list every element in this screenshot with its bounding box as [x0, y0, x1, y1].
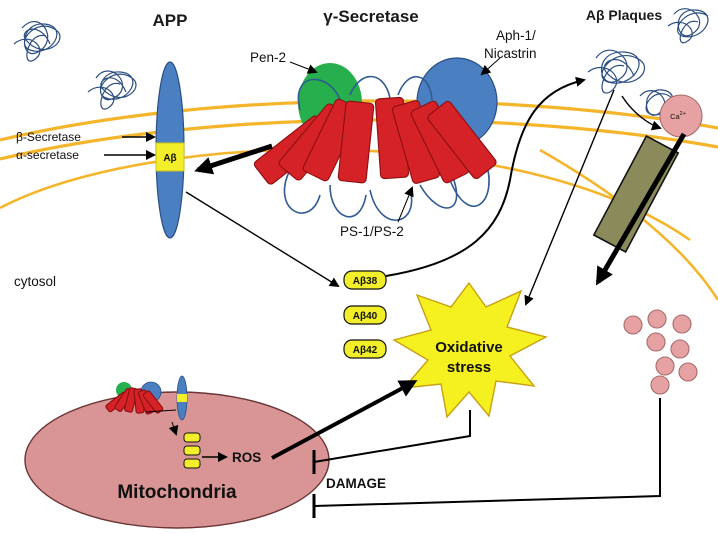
mitochondria — [24, 391, 330, 529]
mitochondria-label: Mitochondria — [117, 482, 237, 503]
mini-cleave-line — [145, 409, 177, 413]
app-to-abeta-arrow — [185, 191, 340, 288]
pen2-pointer — [289, 61, 318, 74]
abeta-segment — [155, 142, 185, 172]
presenilin-helices — [253, 96, 497, 185]
aph1-label: Aph-1/ — [496, 28, 536, 43]
plaque-to-calcium-arrow — [621, 95, 662, 131]
abeta38-pill — [343, 270, 387, 290]
nicastrin-pointer — [480, 57, 501, 76]
stress-label: stress — [447, 359, 491, 376]
app-title: APP — [153, 11, 188, 30]
oxidative-label: Oxidative — [435, 339, 503, 356]
protein-tangle-icon — [87, 70, 137, 110]
ros-to-stress-arrow — [271, 380, 418, 460]
abeta-plaques-title: Aβ Plaques — [586, 7, 662, 23]
calcium-channel-icon — [592, 135, 680, 253]
mini-abeta-arrow — [168, 421, 179, 436]
oxidative-stress-starburst — [392, 281, 548, 419]
mitochondrial-abeta-stack — [183, 432, 201, 469]
vesicle-cluster-icon — [623, 309, 698, 395]
ps-pointer — [397, 186, 414, 223]
calcium-ion-label: Ca2+ — [670, 111, 686, 121]
plaque-to-stress-arrow — [524, 89, 615, 306]
mini-abeta-segment — [177, 394, 187, 402]
abeta40-pill — [343, 305, 387, 325]
abeta42-pill — [343, 339, 387, 359]
alpha-secretase-label: α-secretase — [16, 148, 79, 162]
ps-label: PS-1/PS-2 — [340, 224, 404, 239]
abeta40-label: Aβ40 — [353, 311, 378, 322]
gamma-secretase-title: γ-Secretase — [323, 7, 418, 26]
protein-tangle-icon — [13, 21, 61, 62]
damage-label: DAMAGE — [326, 476, 386, 491]
pen2-label: Pen-2 — [250, 50, 286, 65]
abeta42-label: Aβ42 — [353, 345, 378, 356]
abeta-to-plaque-arrow — [385, 76, 586, 277]
ps-loops — [283, 75, 490, 221]
abeta38-label: Aβ38 — [353, 276, 378, 287]
protein-tangle-icon — [667, 8, 709, 44]
nicastrin-label: Nicastrin — [484, 46, 537, 61]
mini-secretase — [105, 381, 164, 415]
abeta-segment-label: Aβ — [163, 153, 176, 164]
calcium-influx-arrow — [595, 132, 687, 286]
stress-damage-line — [313, 410, 471, 463]
cleavage-arrow — [194, 143, 273, 175]
cytosol-label: cytosol — [14, 274, 56, 289]
ros-label: ROS — [232, 450, 261, 465]
vesicle-damage-line — [313, 398, 661, 507]
outer-membrane — [0, 99, 718, 142]
protein-tangle-icon — [587, 49, 646, 94]
beta-secretase-label: β-Secretase — [16, 130, 81, 144]
